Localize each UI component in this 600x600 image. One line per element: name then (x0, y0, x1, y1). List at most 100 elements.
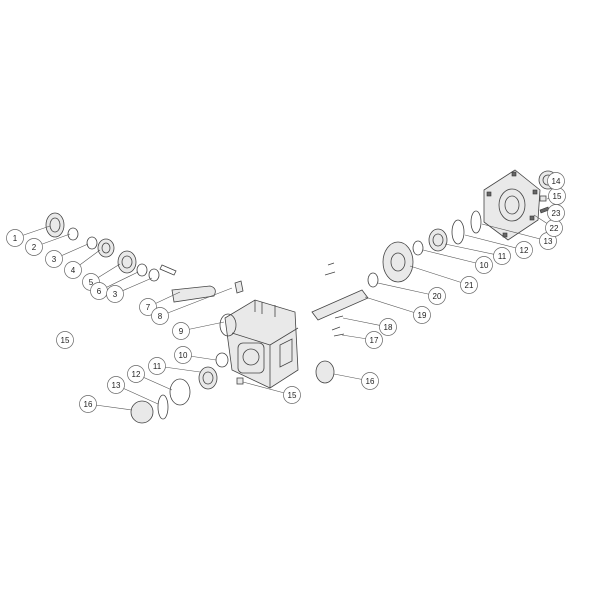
callout-16: 16 (79, 395, 97, 413)
callout-4: 4 (64, 261, 82, 279)
callout-number: 15 (288, 391, 297, 400)
lower-left-parts (130, 352, 229, 424)
callout-23: 23 (547, 204, 565, 222)
shaft-part-19 (311, 289, 369, 321)
callout-6: 6 (90, 282, 108, 300)
callout-number: 8 (158, 312, 163, 321)
callout-number: 22 (550, 224, 559, 233)
callout-number: 12 (132, 370, 141, 379)
callout-circle (148, 357, 166, 375)
washer-part-3 (86, 236, 98, 250)
callout-circle (174, 346, 192, 364)
callout-circle (56, 331, 74, 349)
plug-part-15 (236, 377, 244, 385)
callout-22: 22 (545, 219, 563, 237)
callout-number: 16 (366, 377, 375, 386)
cover-part-16 (130, 400, 154, 424)
callout-number: 19 (418, 311, 427, 320)
callout-number: 5 (89, 278, 94, 287)
callout-number: 23 (552, 209, 561, 218)
callout-circle (6, 229, 24, 247)
callout-circle (64, 261, 82, 279)
callout-circle (547, 172, 565, 190)
callout-number: 10 (480, 261, 489, 270)
callout-15: 15 (548, 187, 566, 205)
bearing-part-4 (97, 238, 115, 258)
callout-18: 18 (379, 318, 397, 336)
callout-number: 13 (112, 381, 121, 390)
callout-3: 3 (106, 285, 124, 303)
flange-part-22 (483, 169, 541, 241)
callout-11: 11 (148, 357, 166, 375)
callout-circle (460, 276, 478, 294)
callout-number: 20 (433, 292, 442, 301)
leader-line (409, 265, 470, 286)
leader-line (444, 243, 503, 257)
leader-line (364, 296, 423, 316)
snap-ring-part-12 (169, 378, 191, 406)
callout-7: 7 (139, 298, 157, 316)
leader-line (464, 234, 525, 251)
washer-part-10b (412, 240, 424, 256)
callout-9: 9 (172, 322, 190, 340)
callout-10: 10 (174, 346, 192, 364)
callout-14: 14 (547, 172, 565, 190)
callout-2: 2 (25, 238, 43, 256)
leader-line (159, 287, 233, 317)
right-shaft-assembly (311, 169, 558, 384)
callout-circle (283, 386, 301, 404)
callout-number: 3 (52, 255, 57, 264)
callout-circle (365, 331, 383, 349)
cover-part-16b (315, 360, 335, 384)
plug-part-8 (234, 280, 244, 294)
callout-circle (106, 285, 124, 303)
gearbox-housing (219, 299, 299, 389)
callout-11: 11 (493, 247, 511, 265)
callout-number: 18 (384, 323, 393, 332)
ring-part-6 (136, 263, 148, 277)
callout-number: 4 (71, 266, 76, 275)
callout-15: 15 (283, 386, 301, 404)
snap-ring-part-12b (451, 219, 465, 245)
callout-number: 15 (553, 192, 562, 201)
callout-circle (127, 365, 145, 383)
bearing-part-11 (198, 366, 218, 390)
callout-circle (151, 307, 169, 325)
callout-number: 1 (13, 234, 18, 243)
plug-part-15b (539, 195, 547, 202)
leader-line (422, 249, 485, 266)
callout-circle (107, 376, 125, 394)
callout-number: 15 (61, 336, 70, 345)
washer-part-3b (148, 268, 160, 282)
callout-1: 1 (6, 229, 24, 247)
callout-number: 16 (84, 400, 93, 409)
callout-number: 21 (465, 281, 474, 290)
callout-circle (139, 298, 157, 316)
callout-circle (428, 287, 446, 305)
callout-number: 14 (552, 177, 561, 186)
callout-12: 12 (127, 365, 145, 383)
callout-circle (515, 241, 533, 259)
callout-circle (79, 395, 97, 413)
callout-15: 15 (56, 331, 74, 349)
callout-number: 10 (179, 351, 188, 360)
ring-part-20 (367, 272, 379, 288)
callout-17: 17 (365, 331, 383, 349)
callout-circle (475, 256, 493, 274)
shaft-part-7 (171, 285, 216, 303)
left-shaft-assembly (45, 212, 244, 303)
callout-12: 12 (515, 241, 533, 259)
callout-circle (361, 372, 379, 390)
callout-number: 11 (498, 252, 507, 261)
callout-8: 8 (151, 307, 169, 325)
callout-circle (379, 318, 397, 336)
callout-circle (45, 250, 63, 268)
callout-circle (413, 306, 431, 324)
gear-part-21 (382, 241, 414, 283)
callout-number: 13 (544, 237, 553, 246)
callout-16: 16 (361, 372, 379, 390)
key-part (159, 264, 177, 276)
callout-circle (25, 238, 43, 256)
